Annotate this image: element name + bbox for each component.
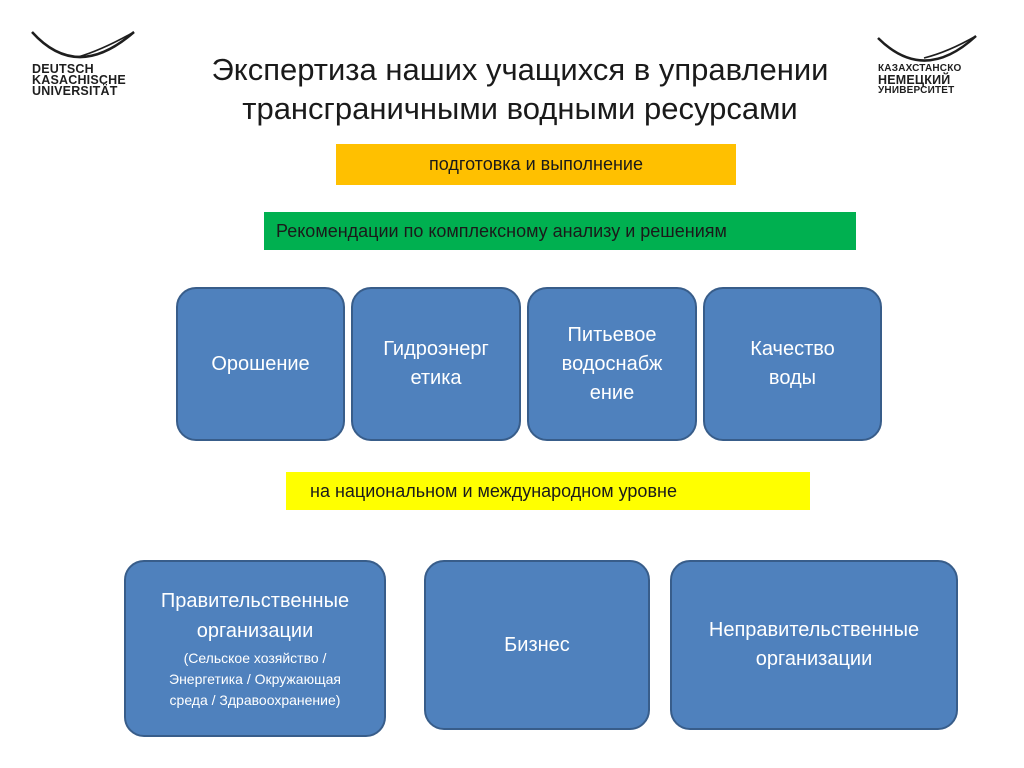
- logo-line: KASACHISCHE: [32, 73, 126, 87]
- banner-preparation: подготовка и выполнение: [336, 144, 736, 185]
- logo-arc-icon: [31, 31, 135, 59]
- area-irrigation: Орошение: [176, 287, 345, 441]
- area-hydropower: Гидроэнерг етика: [351, 287, 521, 441]
- dku-logo-ru: КАЗАХСТАНСКО НЕМЕЦКИЙ УНИВЕРСИТЕТ: [872, 30, 992, 96]
- logo-line: УНИВЕРСИТЕТ: [878, 85, 955, 96]
- logo-line: НЕМЕЦКИЙ: [878, 73, 951, 87]
- logo-line: UNIVERSITÄT: [32, 84, 118, 98]
- slide-title: Экспертиза наших учащихся в управлении т…: [170, 50, 870, 128]
- banner-recommendations: Рекомендации по комплексному анализу и р…: [264, 212, 856, 250]
- area-water-quality: Качество воды: [703, 287, 882, 441]
- banner-level: на национальном и международном уровне: [286, 472, 810, 510]
- dku-logo-de: DEUTSCH KASACHISCHE UNIVERSITÄT: [22, 30, 152, 97]
- stakeholder-business: Бизнес: [424, 560, 650, 730]
- title-line-2: трансграничными водными ресурсами: [242, 91, 798, 126]
- stakeholder-government: Правительственные организации (Сельское …: [124, 560, 386, 737]
- area-drinking-water: Питьевое водоснабж ение: [527, 287, 697, 441]
- logo-line: КАЗАХСТАНСКО: [878, 63, 962, 74]
- stakeholder-ngo: Неправительственные организации: [670, 560, 958, 730]
- title-line-1: Экспертиза наших учащихся в управлении: [211, 52, 829, 87]
- government-sectors: (Сельское хозяйство / Энергетика / Окруж…: [169, 650, 341, 708]
- logo-line: DEUTSCH: [32, 62, 94, 76]
- logo-arc-icon: [877, 35, 977, 62]
